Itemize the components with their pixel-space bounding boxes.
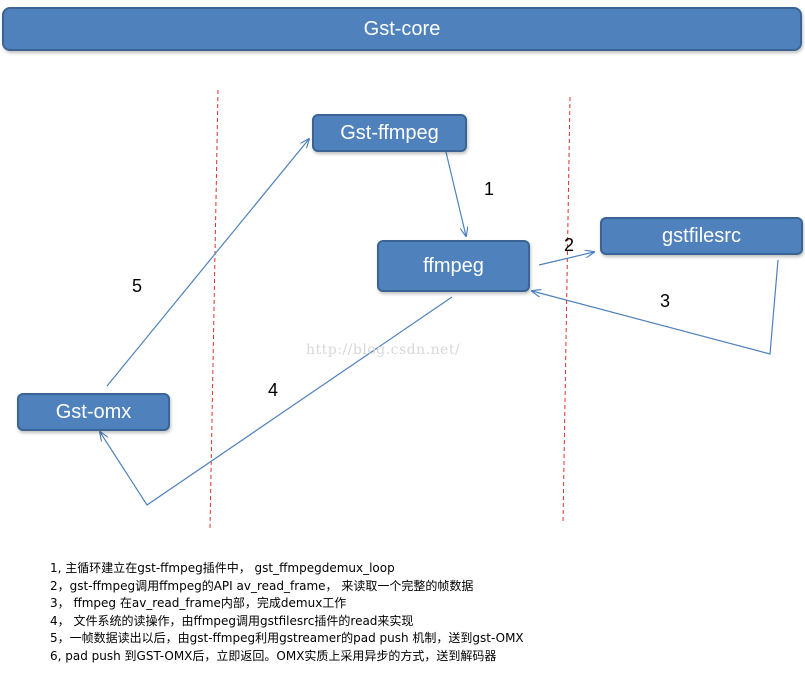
note-item: 6, pad push 到GST-OMX后，立即返回。OMX实质上采用异步的方式… <box>50 648 497 663</box>
note-item: 3， ffmpeg 在av_read_frame内部，完成demux工作 <box>50 596 347 610</box>
note-item: 1, 主循环建立在gst-ffmpeg插件中， gst_ffmpegdemux_… <box>50 561 395 575</box>
arrow-3 <box>532 259 779 355</box>
node-gstfilesrc: gstfilesrc <box>600 217 803 255</box>
gst-core-bar: Gst-core <box>2 7 802 51</box>
notes-list: 1, 主循环建立在gst-ffmpeg插件中， gst_ffmpegdemux_… <box>50 560 524 665</box>
watermark: http://blog.csdn.net/ <box>306 342 461 358</box>
node-gst-ffmpeg: Gst-ffmpeg <box>312 114 467 152</box>
node-gst-omx: Gst-omx <box>17 393 170 431</box>
arrow-5 <box>106 139 309 387</box>
node-ffmpeg-label: ffmpeg <box>423 254 484 277</box>
divider-left <box>209 89 219 529</box>
arrow-4 <box>100 296 453 506</box>
edge-label-4: 4 <box>268 380 279 400</box>
gst-core-label: Gst-core <box>363 17 441 40</box>
note-item: 4， 文件系统的读操作，由ffmpeg调用gstfilesrc插件的read来实… <box>50 613 414 628</box>
arrow-1 <box>445 151 466 236</box>
node-ffmpeg: ffmpeg <box>377 240 530 292</box>
edge-label-5: 5 <box>132 276 143 296</box>
node-gstfilesrc-label: gstfilesrc <box>662 224 741 247</box>
divider-right <box>562 96 571 525</box>
node-gst-omx-label: Gst-omx <box>55 400 132 423</box>
edge-label-2: 2 <box>564 235 575 255</box>
arrow-2 <box>538 252 594 266</box>
note-item: 5，一帧数据读出以后，由gst-ffmpeg利用gstreamer的pad pu… <box>50 631 524 645</box>
node-gst-ffmpeg-label: Gst-ffmpeg <box>340 121 439 144</box>
edge-label-3: 3 <box>660 291 671 311</box>
edge-label-1: 1 <box>484 179 495 199</box>
note-item: 2，gst-ffmpeg调用ffmpeg的API av_read_frame， … <box>50 578 474 593</box>
